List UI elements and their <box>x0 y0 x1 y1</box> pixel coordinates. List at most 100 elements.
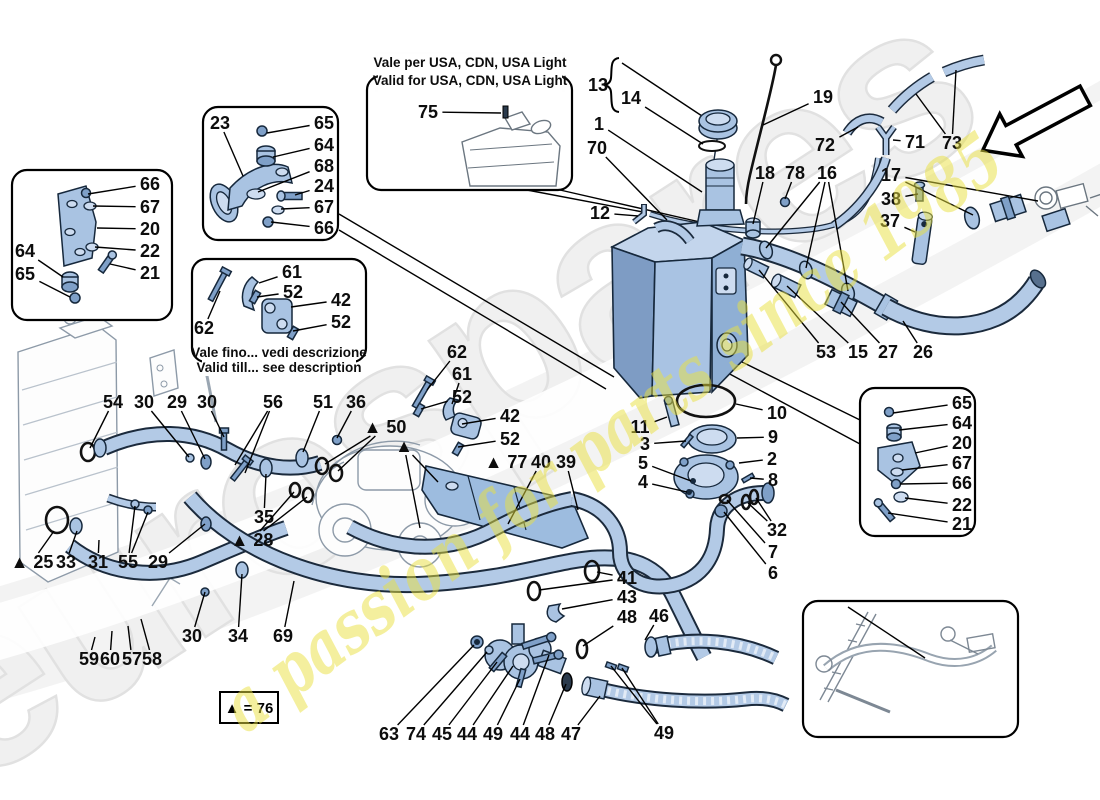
callout-label-7: 7 <box>768 542 778 562</box>
callout-label-23: 23 <box>210 113 230 133</box>
valid-till-line2: Valid till... see description <box>196 360 361 375</box>
callout-label-16: 16 <box>817 163 837 183</box>
pump-flange-parts <box>663 383 760 518</box>
callout-leader-line <box>887 512 948 523</box>
inset-box-bracket-left <box>10 168 174 322</box>
callout-leader-line <box>915 93 946 135</box>
callout-label-41: 41 <box>617 568 637 588</box>
callout-label-75: 75 <box>418 102 438 122</box>
union-12 <box>633 205 646 224</box>
y-union-71 <box>876 125 896 155</box>
clamp-51 <box>295 448 309 468</box>
callout-leader-line <box>654 416 668 423</box>
callout-label-49: 49 <box>654 723 674 743</box>
callout-label-48: 48 <box>617 607 637 627</box>
callout-label-42: 42 <box>331 290 351 310</box>
callout-label-55: 55 <box>118 552 138 572</box>
callout-label-62: 62 <box>447 342 467 362</box>
cap-gasket-14 <box>698 140 726 152</box>
callout-label-65: 65 <box>952 393 972 413</box>
callout-leader-line <box>899 482 948 485</box>
callout-label-8: 8 <box>768 470 778 490</box>
callout-leader-line <box>905 181 974 216</box>
pin-8 <box>740 472 756 484</box>
callout-leader-line <box>290 301 327 308</box>
pin-52b <box>451 441 465 457</box>
callout-leader-line <box>735 403 763 411</box>
callout-leader-line <box>266 124 310 134</box>
callout-label-74: 74 <box>406 724 426 744</box>
callout-leader-line <box>749 477 764 480</box>
callout-label-1: 1 <box>594 114 604 134</box>
callout-leader-line <box>270 221 310 228</box>
callout-label-3: 3 <box>640 434 650 454</box>
callout-leader-line <box>68 530 78 554</box>
clamp-33 <box>69 517 83 535</box>
seal-25 <box>44 505 70 535</box>
callout-leader-line <box>150 410 190 458</box>
callout-label-67: 67 <box>140 197 160 217</box>
callout-leader-line <box>582 625 614 647</box>
callout-leader-line <box>294 189 310 196</box>
callout-leader-line <box>448 661 498 726</box>
callout-label-48: 48 <box>535 724 555 744</box>
callout-label-43: 43 <box>617 587 637 607</box>
callout-label-39: 39 <box>556 452 576 472</box>
callout-label-51: 51 <box>313 392 333 412</box>
callout-label-42: 42 <box>500 406 520 426</box>
callout-leader-line <box>263 496 308 532</box>
callout-leader-line <box>567 470 579 511</box>
callout-leader-line <box>548 683 567 726</box>
callout-label-34: 34 <box>228 626 248 646</box>
callout-label-49: 49 <box>483 724 503 744</box>
ring-7 <box>718 493 732 505</box>
callout-label-15: 15 <box>848 342 868 362</box>
callout-leader-line <box>109 630 113 651</box>
callout-label-22: 22 <box>140 241 160 261</box>
callout-leader-line <box>496 678 521 726</box>
callout-leader-line <box>839 126 859 138</box>
callout-label-22: 22 <box>952 495 972 515</box>
o-ring-10 <box>675 383 737 419</box>
callout-leader-line <box>805 181 826 269</box>
callout-label-32: 32 <box>767 520 787 540</box>
callout-leader-line <box>827 181 849 292</box>
callout-label-25: ▲ 25 <box>11 552 54 572</box>
callout-leader-line <box>507 470 537 525</box>
callout-label-38: 38 <box>881 189 901 209</box>
callout-label-21: 21 <box>952 514 972 534</box>
callout-leader-line <box>892 139 901 142</box>
callout-label-30: 30 <box>182 626 202 646</box>
callout-label-19: 19 <box>813 87 833 107</box>
callout-leader-line <box>738 459 763 464</box>
callout-leader-line <box>538 579 613 591</box>
callout-label-18: 18 <box>755 163 775 183</box>
callout-leader-line <box>263 473 267 509</box>
callout-label-9: 9 <box>768 427 778 447</box>
callout-label-78: 78 <box>785 163 805 183</box>
callout-label-31: 31 <box>88 552 108 572</box>
callout-leader-line <box>644 106 704 145</box>
callout-label-20: 20 <box>952 433 972 453</box>
callout-leader-line <box>234 410 269 466</box>
callout-label-10: 10 <box>767 403 787 423</box>
callout-label-60: 60 <box>100 649 120 669</box>
callout-leader-line <box>596 571 613 576</box>
callout-label-56: 56 <box>263 392 283 412</box>
callout-label-52: 52 <box>331 312 351 332</box>
dipstick <box>744 53 783 205</box>
callout-leader-line <box>94 246 136 251</box>
callout-leader-line <box>87 185 136 195</box>
nut-36 <box>331 434 343 446</box>
usa-note-line2: Valid for USA, CDN, USA Light <box>373 73 568 88</box>
callout-label-2: 2 <box>767 449 777 469</box>
callout-leader-line <box>397 644 475 726</box>
callout-label-37: 37 <box>880 211 900 231</box>
callout-label-29: 29 <box>148 552 168 572</box>
callout-label-71: 71 <box>905 132 925 152</box>
callout-leader-line <box>610 665 658 725</box>
callout-leader-line <box>905 193 919 197</box>
oil-tank <box>610 221 749 399</box>
inset-box-location <box>801 599 1020 739</box>
callout-label-59: 59 <box>79 649 99 669</box>
